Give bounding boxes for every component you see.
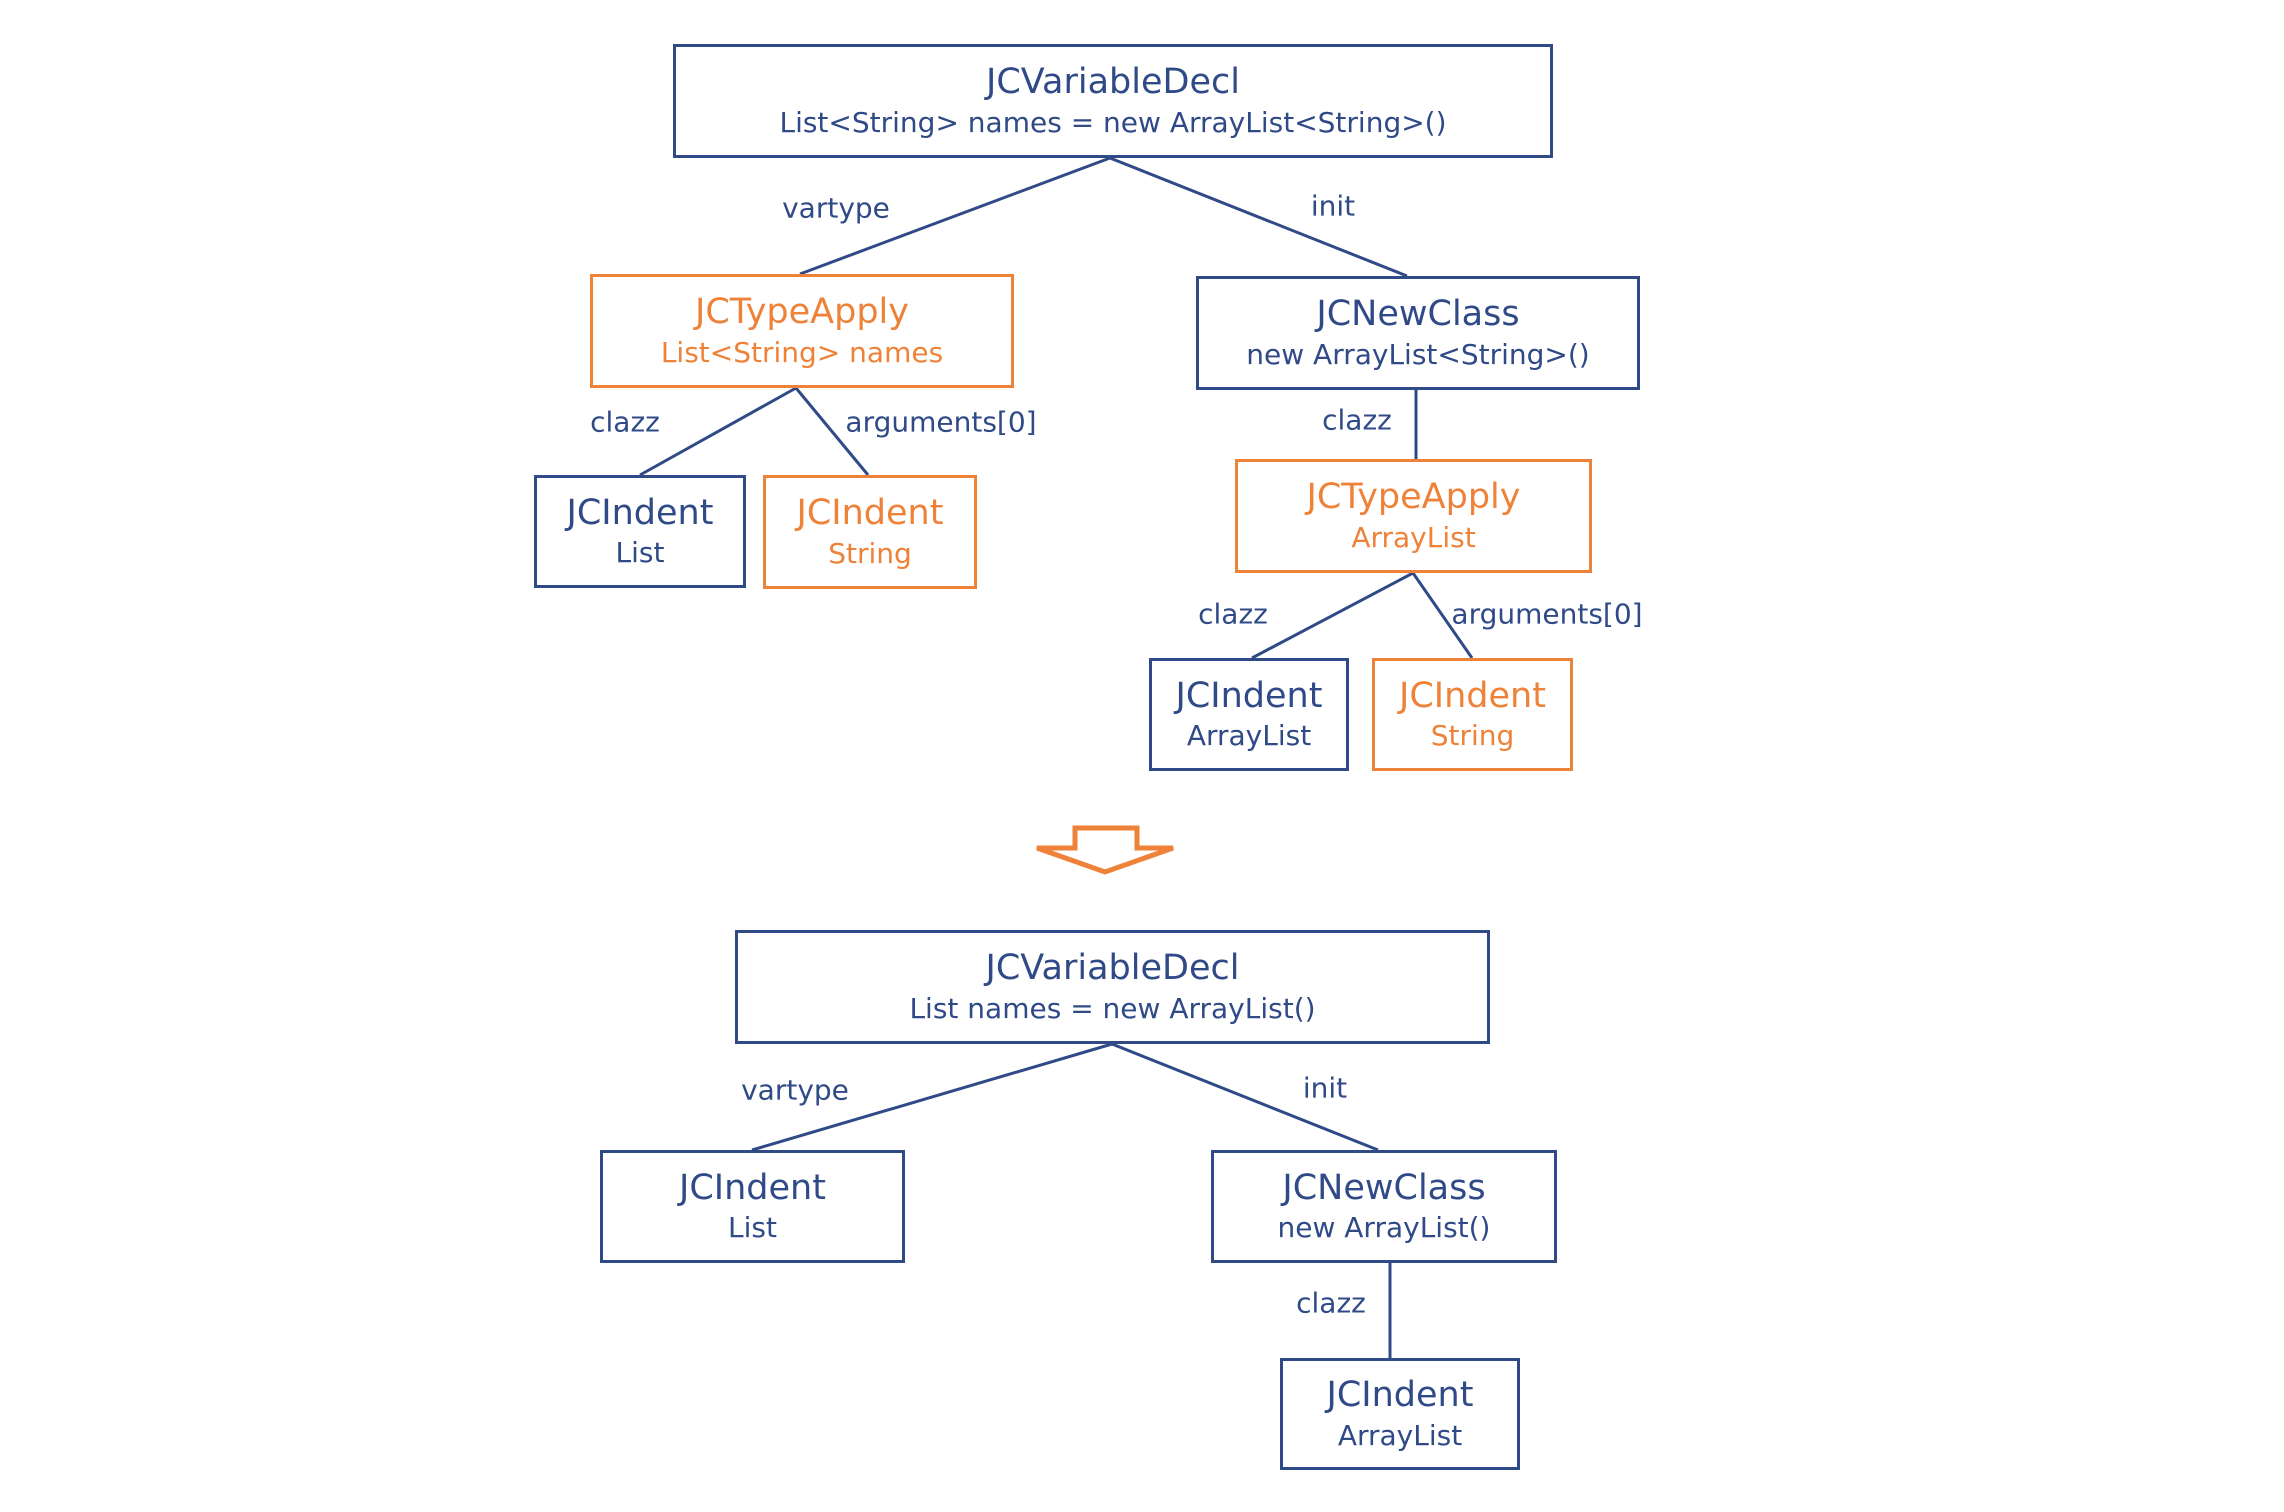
node-jcindent-arraylist-bottom: JCIndent ArrayList bbox=[1280, 1358, 1520, 1470]
node-jctypeapply-left: JCTypeApply List<String> names bbox=[590, 274, 1014, 388]
node-subtitle: List bbox=[615, 536, 665, 570]
edge-root-init bbox=[1109, 156, 1408, 278]
node-jcindent-string-left: JCIndent String bbox=[763, 475, 977, 589]
node-subtitle: ArrayList bbox=[1186, 719, 1312, 753]
node-title: JCIndent bbox=[566, 492, 714, 533]
edge-typeapply-arguments bbox=[794, 387, 870, 476]
node-subtitle: List bbox=[728, 1211, 777, 1245]
edge-label-init-top: init bbox=[1310, 189, 1356, 223]
node-title: JCVariableDecl bbox=[986, 62, 1240, 103]
node-jcindent-list-top: JCIndent List bbox=[534, 475, 746, 588]
node-jcnewclass-bottom: JCNewClass new ArrayList() bbox=[1211, 1150, 1557, 1263]
edge-root-vartype bbox=[799, 156, 1111, 276]
edge-typeapply2-arguments bbox=[1411, 572, 1474, 659]
node-subtitle: List<String> names bbox=[660, 335, 944, 369]
node-title: JCIndent bbox=[796, 493, 944, 534]
node-subtitle: ArrayList bbox=[1337, 1418, 1463, 1452]
node-subtitle: String bbox=[1430, 719, 1515, 753]
edge-label-clazz-right: clazz bbox=[1198, 597, 1268, 631]
edge-label-arguments-left: arguments[0] bbox=[845, 405, 1037, 439]
edge-typeapply2-clazz bbox=[1251, 571, 1414, 660]
node-title: JCNewClass bbox=[1316, 294, 1520, 335]
node-title: JCIndent bbox=[1399, 675, 1546, 716]
node-jcvariabledecl-top: JCVariableDecl List<String> names = new … bbox=[673, 44, 1553, 158]
node-title: JCNewClass bbox=[1282, 1167, 1486, 1208]
node-jcvariabledecl-bottom: JCVariableDecl List names = new ArrayLis… bbox=[735, 930, 1490, 1044]
node-jcindent-string-right: JCIndent String bbox=[1372, 658, 1573, 771]
node-title: JCIndent bbox=[1175, 675, 1323, 716]
edge-label-clazz-left: clazz bbox=[590, 405, 660, 439]
node-subtitle: String bbox=[828, 536, 912, 570]
node-title: JCIndent bbox=[1326, 1375, 1474, 1416]
edge-typeapply-clazz bbox=[639, 386, 797, 477]
node-title: JCVariableDecl bbox=[985, 948, 1240, 989]
edge-label-arguments-right: arguments[0] bbox=[1451, 597, 1643, 631]
node-title: JCIndent bbox=[679, 1167, 826, 1208]
node-subtitle: ArrayList bbox=[1351, 520, 1476, 554]
node-subtitle: new ArrayList() bbox=[1277, 1211, 1491, 1245]
node-jcnewclass-top: JCNewClass new ArrayList<String>() bbox=[1196, 276, 1640, 390]
edge-label-clazz-mid: clazz bbox=[1322, 403, 1392, 437]
node-subtitle: new ArrayList<String>() bbox=[1246, 337, 1590, 371]
edge-root2-vartype bbox=[751, 1042, 1113, 1152]
node-title: JCTypeApply bbox=[695, 292, 909, 333]
edge-label-init-bottom: init bbox=[1302, 1071, 1348, 1105]
node-title: JCTypeApply bbox=[1306, 477, 1521, 518]
edge-label-clazz-bottom: clazz bbox=[1296, 1286, 1366, 1320]
node-jcindent-list-bottom: JCIndent List bbox=[600, 1150, 905, 1263]
node-jctypeapply-right: JCTypeApply ArrayList bbox=[1235, 459, 1592, 573]
edge-label-vartype-bottom: vartype bbox=[741, 1073, 849, 1107]
node-subtitle: List names = new ArrayList() bbox=[909, 991, 1316, 1025]
transform-down-arrow-icon bbox=[1036, 825, 1174, 875]
node-subtitle: List<String> names = new ArrayList<Strin… bbox=[779, 105, 1447, 139]
edge-label-vartype-top: vartype bbox=[782, 191, 890, 225]
node-jcindent-arraylist-top: JCIndent ArrayList bbox=[1149, 658, 1349, 771]
edge-root2-init bbox=[1111, 1042, 1379, 1152]
